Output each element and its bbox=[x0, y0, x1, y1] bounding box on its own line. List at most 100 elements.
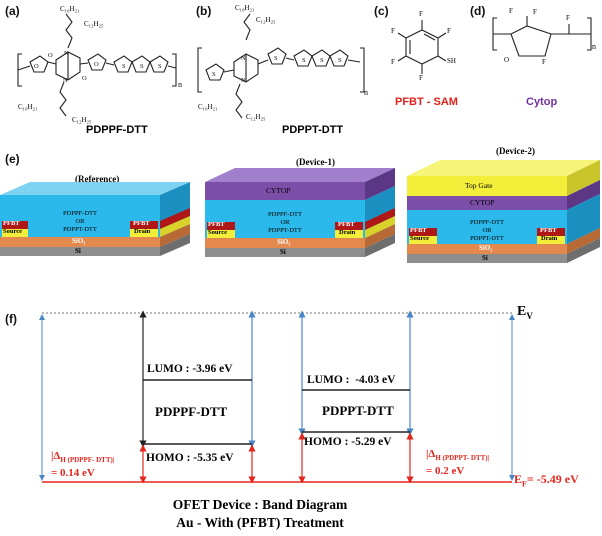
molecule-structure-d bbox=[492, 16, 592, 57]
dev1-pfbt-left: PFBT bbox=[208, 221, 225, 228]
chain-label-b2: C₁₂H₂₅ bbox=[256, 16, 276, 24]
dev2-source: Source bbox=[410, 235, 430, 242]
dev2-semi-line-2: OR bbox=[482, 227, 492, 234]
dev1-semi-line-3: PDPPT-DTT bbox=[268, 227, 302, 234]
ref-semiconductor: PDPPF-DTT OR PDPPT-DTT bbox=[44, 210, 116, 234]
svg-text:S: S bbox=[338, 57, 342, 64]
dev2-semi-line-1: PDPPF-DTT bbox=[470, 219, 504, 226]
svg-text:O: O bbox=[82, 75, 87, 82]
svg-text:O: O bbox=[48, 52, 53, 59]
device-title-2: (Device-2) bbox=[496, 146, 535, 156]
svg-text:O: O bbox=[94, 61, 99, 68]
atom-f-d1: F bbox=[509, 7, 513, 15]
ref-si: Si bbox=[75, 247, 81, 255]
svg-text:O: O bbox=[34, 63, 39, 70]
dev1-pfbt-right: PFBT bbox=[338, 221, 355, 228]
dev1-semiconductor: PDPPF-DTT OR PDPPT-DTT bbox=[249, 211, 321, 235]
chain-label-a2: C₁₂H₂₅ bbox=[84, 20, 104, 28]
svg-text:N: N bbox=[63, 77, 68, 84]
dev1-drain: Drain bbox=[339, 229, 356, 236]
delta2-prefix: |Δ bbox=[426, 448, 436, 460]
ef-label: EF= -5.49 eV bbox=[514, 472, 579, 488]
svg-text:S: S bbox=[320, 57, 324, 64]
svg-text:S: S bbox=[274, 55, 278, 62]
dev2-semiconductor: PDPPF-DTT OR PDPPT-DTT bbox=[451, 219, 523, 243]
dev2-pfbt-right: PFBT bbox=[540, 227, 557, 234]
dev2-pfbt-left: PFBT bbox=[410, 227, 427, 234]
atom-sh: SH bbox=[447, 57, 456, 65]
delta2-subscript: H (PDPPT- DTT)| bbox=[435, 454, 490, 463]
ef-subscript: F bbox=[522, 479, 527, 489]
device-stacks bbox=[0, 160, 600, 263]
ref-semi-line-1: PDPPF-DTT bbox=[63, 210, 97, 217]
svg-text:N: N bbox=[241, 55, 246, 62]
atom-f-d4: F bbox=[542, 58, 546, 66]
atom-f-d2: F bbox=[533, 8, 537, 16]
delta1-subscript: H (PDPPF- DTT)| bbox=[60, 456, 115, 465]
chain-label-b4: C₁₂H₂₅ bbox=[246, 113, 266, 121]
delta2-value: = 0.2 eV bbox=[426, 465, 465, 478]
ref-semi-line-3: PDPPT-DTT bbox=[63, 226, 97, 233]
dev1-cytop: CYTOP bbox=[266, 186, 291, 195]
device-1 bbox=[205, 168, 395, 257]
molecule-structure-b: S S S S S N N bbox=[197, 13, 365, 119]
atom-f-bottom: F bbox=[419, 74, 423, 82]
delta1-prefix: |Δ bbox=[51, 450, 61, 462]
dev1-sio2: SiO₂ bbox=[277, 238, 291, 246]
svg-text:S: S bbox=[212, 71, 216, 78]
panel-label-e: (e) bbox=[5, 152, 20, 166]
repeat-n-d: n bbox=[592, 42, 596, 51]
svg-text:N: N bbox=[241, 77, 246, 84]
box1-lumo-label: LUMO : -3.96 eV bbox=[147, 363, 233, 375]
device-reference bbox=[0, 182, 190, 256]
box2-lumo-label: LUMO : -4.03 eV bbox=[307, 374, 396, 386]
atom-f-upper-right: F bbox=[447, 27, 451, 35]
device-title-1: (Device-1) bbox=[296, 157, 335, 167]
atom-f-lower-left: F bbox=[391, 58, 395, 66]
ev-label: EV bbox=[517, 304, 533, 321]
dev2-si: Si bbox=[482, 254, 488, 262]
box1-name: PDPPF-DTT bbox=[155, 404, 228, 419]
box2-name: PDPPT-DTT bbox=[322, 403, 394, 418]
panel-label-b: (b) bbox=[196, 4, 212, 18]
dev2-drain: Drain bbox=[541, 235, 558, 242]
atom-o-d: O bbox=[504, 56, 510, 64]
panel-label-d: (d) bbox=[470, 4, 486, 18]
caption-line-1: OFET Device : Band Diagram bbox=[172, 497, 348, 512]
atom-f-top: F bbox=[419, 10, 423, 18]
caption-line-2: Au - With (PFBT) Treatment bbox=[176, 515, 344, 530]
ref-source: Source bbox=[3, 228, 23, 235]
dev1-semi-line-1: PDPPF-DTT bbox=[268, 211, 302, 218]
dev2-topgate: Top Gate bbox=[465, 181, 493, 190]
delta1-label: |ΔH (PDPPF- DTT)| = 0.14 eV bbox=[51, 450, 114, 480]
atom-f-upper-left: F bbox=[391, 27, 395, 35]
svg-text:S: S bbox=[122, 63, 126, 70]
dev1-semi-line-2: OR bbox=[280, 219, 290, 226]
ef-value: = -5.49 eV bbox=[526, 472, 579, 486]
device-2 bbox=[407, 160, 600, 263]
dev2-semi-line-3: PDPPT-DTT bbox=[470, 235, 504, 242]
ref-sio2: SiO₂ bbox=[72, 237, 86, 245]
box1-homo-label: HOMO : -5.35 eV bbox=[146, 452, 234, 464]
chain-label-b3: C₁₀H₂₁ bbox=[198, 103, 218, 111]
panel-label-f: (f) bbox=[5, 312, 17, 326]
ef-letter: E bbox=[514, 472, 523, 486]
svg-text:N: N bbox=[64, 50, 69, 57]
chain-label-b1: C₁₀H₂₁ bbox=[235, 4, 255, 12]
molecule-name-a: PDPPF-DTT bbox=[86, 124, 148, 136]
atom-f-d3: F bbox=[566, 14, 570, 22]
svg-text:S: S bbox=[140, 63, 144, 70]
box2-homo-label: HOMO : -5.29 eV bbox=[304, 436, 392, 448]
dev2-cytop: CYTOP bbox=[470, 198, 495, 207]
molecule-structure-c bbox=[397, 20, 447, 74]
chain-label-a4: C₁₂H₂₅ bbox=[72, 116, 92, 124]
chain-label-a3: C₁₀H₂₁ bbox=[18, 103, 38, 111]
svg-text:S: S bbox=[302, 57, 306, 64]
repeat-n-b: n bbox=[364, 88, 368, 97]
dev2-sio2: SiO₂ bbox=[479, 244, 493, 252]
dev1-source: Source bbox=[208, 229, 228, 236]
chain-label-a1: C₁₀H₂₁ bbox=[60, 5, 80, 13]
ref-pfbt-left: PFBT bbox=[3, 220, 20, 227]
